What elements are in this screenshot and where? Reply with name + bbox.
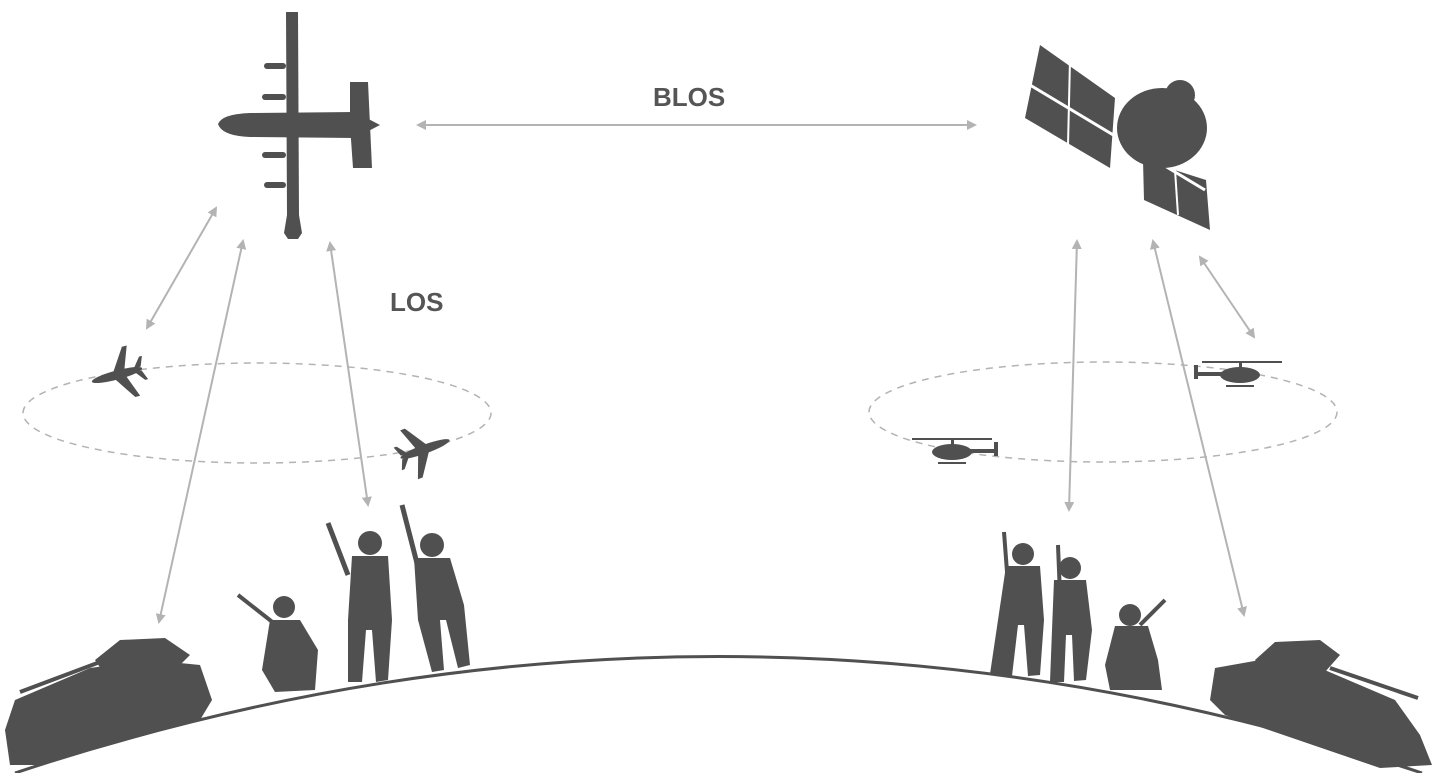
aircraft-tank-arrow bbox=[155, 239, 247, 624]
aircraft-soldiers-arrow bbox=[326, 241, 372, 507]
tank-icon-right bbox=[1210, 640, 1432, 768]
los-label: LOS bbox=[390, 287, 444, 317]
satellite-helicopter-arrow bbox=[1198, 255, 1256, 339]
jet-icon-lower bbox=[393, 428, 450, 480]
soldier-icon-right-center bbox=[1050, 544, 1092, 682]
soldier-icon-left-center bbox=[325, 522, 392, 682]
satellite-icon bbox=[1025, 45, 1210, 230]
soldier-icon-left-right bbox=[399, 504, 470, 672]
soldier-icon-left-kneeling bbox=[236, 593, 318, 692]
left-orbit-ellipse bbox=[22, 362, 492, 464]
aircraft-jet-arrow bbox=[146, 206, 217, 330]
helicopter-icon-lower bbox=[912, 438, 998, 464]
jet-icon-upper bbox=[91, 345, 149, 398]
soldier-icon-right-left bbox=[990, 531, 1044, 676]
blos-label: BLOS bbox=[653, 82, 726, 112]
link-arrows bbox=[146, 120, 1256, 624]
tank-icon-left bbox=[5, 638, 212, 765]
satellite-soldiers-arrow bbox=[1064, 239, 1082, 512]
right-orbit-ellipse bbox=[868, 361, 1338, 463]
soldier-icon-right-kneeling bbox=[1105, 598, 1167, 690]
satellite-tank-arrow bbox=[1150, 239, 1247, 617]
earth-horizon bbox=[14, 655, 1423, 773]
helicopter-icon-upper bbox=[1194, 361, 1282, 387]
cargo-plane-icon bbox=[218, 12, 380, 239]
